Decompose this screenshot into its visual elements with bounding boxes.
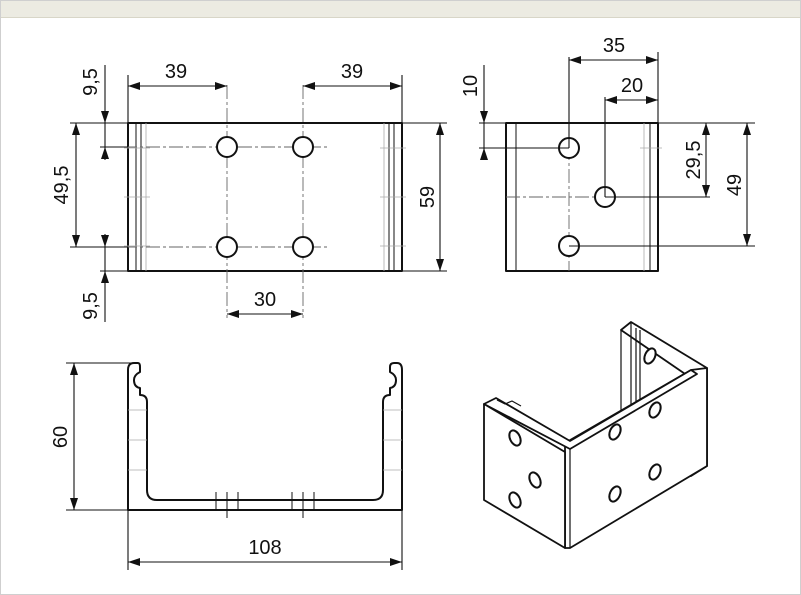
dim-side-top-inner: 20 (621, 75, 643, 97)
iso-hole-right-2 (648, 401, 662, 419)
dim-front-top-right: 39 (341, 61, 363, 83)
front-hole-bottom-right (292, 236, 314, 258)
dim-front-side-bottom: 9,5 (80, 292, 102, 320)
dim-section-width: 108 (248, 537, 281, 559)
iso-hole-left-2 (528, 471, 542, 489)
iso-hole-back (643, 347, 657, 365)
dim-side-top-edge: 10 (460, 75, 482, 97)
iso-hole-right-1 (608, 423, 622, 441)
iso-hole-left-3 (508, 491, 522, 509)
dim-front-side-top: 9,5 (80, 68, 102, 96)
side-view: 10 35 20 29,5 49 (460, 35, 755, 272)
iso-hole-right-4 (648, 463, 662, 481)
front-hole-bottom-left (216, 236, 238, 258)
dim-side-right-outer: 49 (724, 174, 746, 196)
dim-side-right-inner: 29,5 (683, 141, 705, 180)
title-bar (0, 0, 801, 18)
front-hole-top-left (216, 136, 238, 158)
section-view: 60 108 (50, 362, 403, 570)
front-view-outline (127, 122, 403, 272)
isometric-view (483, 321, 708, 549)
dim-front-top-left: 39 (165, 61, 187, 83)
dim-side-top-outer: 35 (603, 35, 625, 57)
iso-hole-right-3 (608, 485, 622, 503)
dim-front-height: 59 (417, 186, 439, 208)
dim-section-height: 60 (50, 426, 72, 448)
dim-front-hole-spacing: 30 (254, 289, 276, 311)
u-profile-outline (127, 362, 403, 511)
iso-hole-left-1 (508, 429, 522, 447)
dim-front-side-middle: 49,5 (51, 166, 73, 205)
front-view: 39 39 9,5 49,5 9,5 59 (51, 61, 447, 322)
front-hole-top-right (292, 136, 314, 158)
